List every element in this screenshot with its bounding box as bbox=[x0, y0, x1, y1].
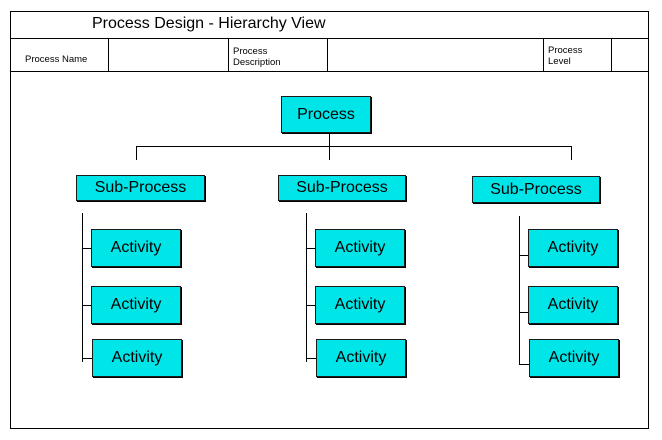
activity-node: Activity bbox=[92, 339, 182, 377]
header-divider bbox=[108, 38, 109, 72]
header-bottom-rule bbox=[10, 71, 649, 72]
diagram-frame bbox=[10, 11, 649, 429]
sub-process-node: Sub-Process bbox=[76, 175, 205, 201]
activity-node: Activity bbox=[315, 229, 405, 267]
page-title: Process Design - Hierarchy View bbox=[92, 15, 326, 32]
activity-node: Activity bbox=[529, 339, 619, 377]
header-divider bbox=[611, 38, 612, 72]
header-divider bbox=[543, 38, 544, 72]
activity-node: Activity bbox=[315, 286, 405, 324]
process-level-label: Process Level bbox=[548, 45, 583, 67]
activity-node: Activity bbox=[91, 286, 181, 324]
process-node: Process bbox=[281, 96, 371, 133]
process-description-label: Process Description bbox=[233, 46, 281, 68]
header-divider bbox=[228, 38, 229, 72]
activity-node: Activity bbox=[528, 229, 618, 267]
header-divider bbox=[327, 38, 328, 72]
activity-node: Activity bbox=[91, 229, 181, 267]
sub-process-node: Sub-Process bbox=[472, 176, 600, 203]
process-name-label: Process Name bbox=[25, 54, 88, 65]
header-top-rule bbox=[10, 38, 649, 39]
activity-node: Activity bbox=[528, 286, 618, 324]
activity-node: Activity bbox=[316, 339, 406, 377]
sub-process-node: Sub-Process bbox=[278, 175, 406, 201]
